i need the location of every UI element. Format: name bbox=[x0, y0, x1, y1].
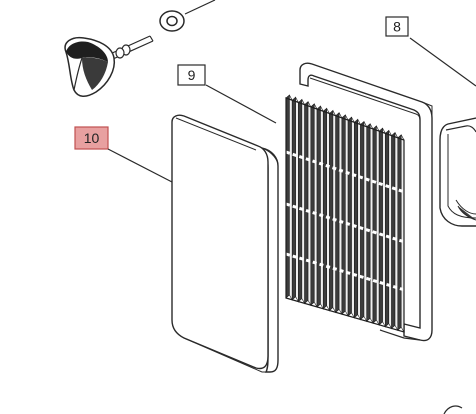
knob-assembly bbox=[64, 0, 216, 97]
pleat-fold-dark bbox=[372, 125, 377, 324]
pleat-fold-light bbox=[320, 105, 324, 310]
pleat-fold-light bbox=[338, 112, 343, 316]
pleat-fold-dark bbox=[341, 114, 346, 315]
pleat-fold-dark bbox=[291, 96, 296, 301]
pleat-fold-dark bbox=[385, 129, 390, 328]
pleat-fold-dark bbox=[347, 116, 352, 317]
pleat-fold-dark bbox=[378, 127, 383, 326]
washer bbox=[159, 10, 185, 32]
callout-9[interactable]: 9 bbox=[177, 64, 277, 124]
air-cleaner-housing bbox=[439, 117, 476, 227]
pleat-fold-light bbox=[307, 101, 312, 307]
pleat-fold-light bbox=[313, 103, 318, 309]
pleat-fold-dark bbox=[329, 109, 334, 312]
pleat-fold-light bbox=[345, 114, 349, 318]
pleat-fold-light bbox=[295, 97, 299, 303]
partial-next-part bbox=[443, 405, 463, 414]
pleat-fold-dark bbox=[335, 112, 340, 313]
callout-8-box bbox=[385, 16, 409, 37]
callout-8[interactable]: 8 bbox=[385, 16, 476, 87]
pleat-fold-dark bbox=[310, 103, 315, 306]
pleat-fold-light bbox=[301, 99, 305, 305]
pleat-fold-dark bbox=[366, 123, 371, 322]
knob-stud bbox=[109, 35, 154, 60]
callout-9-label: 9 bbox=[188, 67, 196, 83]
pleat-fold-light bbox=[332, 110, 336, 314]
callout-10[interactable]: 10 bbox=[74, 126, 173, 183]
pleat-fold-light bbox=[357, 119, 361, 321]
pleat-pack-outline bbox=[285, 97, 405, 333]
pleat-fold-dark bbox=[316, 105, 321, 308]
knob bbox=[64, 36, 116, 97]
callout-8-leader bbox=[409, 37, 476, 87]
pleat-fold-light bbox=[351, 116, 355, 319]
callout-10-box bbox=[74, 126, 109, 150]
pleat-fold-light bbox=[394, 132, 399, 332]
pleat-fold-light bbox=[369, 123, 374, 325]
callout-10-leader bbox=[107, 148, 173, 183]
pleat-fold-dark bbox=[397, 134, 402, 331]
pleat-fold-dark bbox=[354, 118, 359, 319]
pleat-fold-dark bbox=[360, 120, 365, 321]
pleat-fold-light bbox=[376, 125, 380, 326]
pleat-fold-light bbox=[388, 130, 392, 330]
callout-10-label: 10 bbox=[84, 130, 100, 146]
pleat-fold-light bbox=[326, 108, 330, 312]
pleat-fold-light bbox=[382, 128, 386, 328]
pleat-fold-light bbox=[363, 121, 368, 323]
callout-9-leader bbox=[205, 84, 277, 124]
callout-8-label: 8 bbox=[393, 19, 401, 35]
pleat-fold-dark bbox=[391, 131, 396, 330]
pleat-fold-light bbox=[289, 94, 293, 301]
filter-frame bbox=[299, 62, 433, 342]
filter-pleats bbox=[285, 94, 405, 334]
paper-filter-element bbox=[285, 62, 433, 342]
pleat-fold-dark bbox=[322, 107, 327, 310]
callout-9-box bbox=[177, 64, 206, 86]
pleat-fold-dark bbox=[298, 98, 303, 303]
foam-prefilter bbox=[171, 114, 279, 373]
pleat-fold-dark bbox=[304, 100, 309, 305]
